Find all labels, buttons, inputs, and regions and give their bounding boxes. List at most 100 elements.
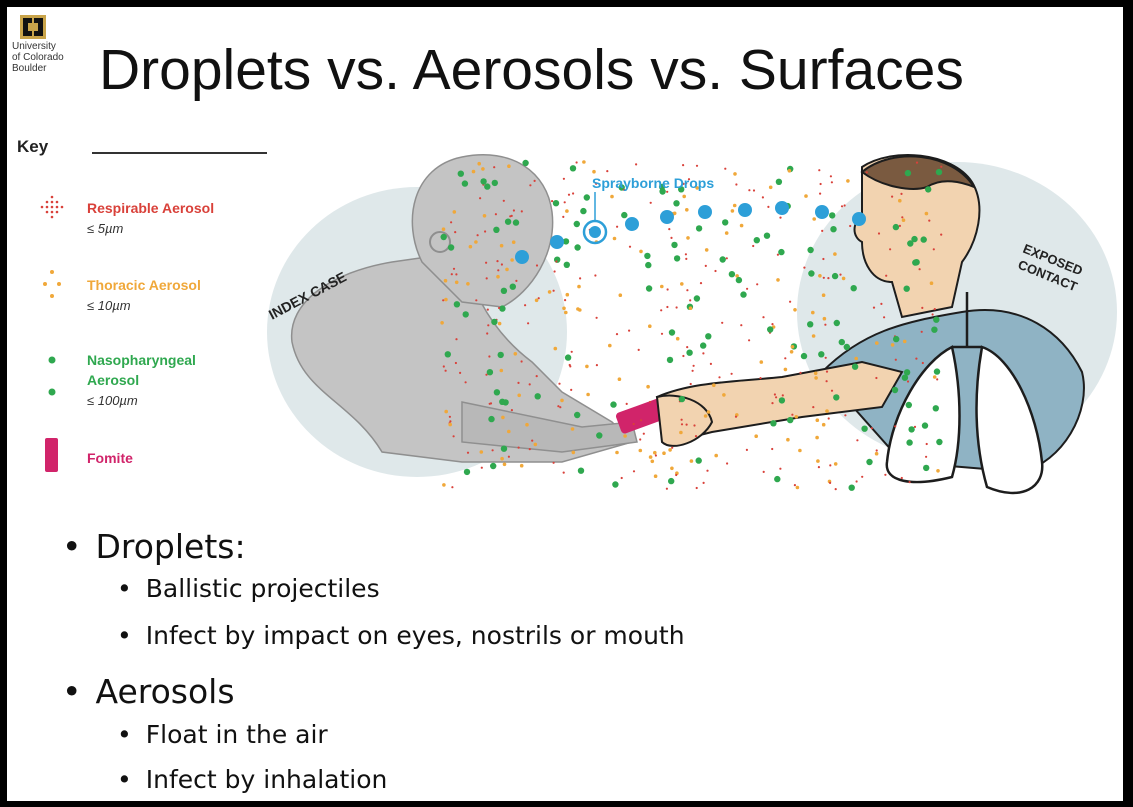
aerosol-particle bbox=[498, 352, 504, 358]
aerosol-particle bbox=[830, 226, 836, 232]
aerosol-particle bbox=[689, 306, 693, 310]
aerosol-particle bbox=[934, 308, 936, 310]
aerosol-particle bbox=[485, 374, 487, 376]
aerosol-particle bbox=[580, 208, 586, 214]
aerosol-particle bbox=[682, 355, 684, 357]
aerosol-particle bbox=[844, 414, 846, 416]
transmission-illustration: Sprayborne Drops INDEX CASE EXPOSED CONT… bbox=[262, 142, 1127, 512]
aerosol-particle bbox=[690, 459, 694, 463]
key-respirable-size: ≤ 5µm bbox=[87, 221, 123, 236]
aerosol-particle bbox=[812, 406, 814, 408]
aerosol-particle bbox=[669, 329, 675, 335]
aerosol-particle bbox=[904, 286, 910, 292]
aerosol-particle bbox=[564, 299, 566, 301]
aerosol-particle bbox=[517, 382, 519, 384]
aerosol-particle bbox=[524, 304, 526, 306]
aerosol-particle bbox=[707, 410, 711, 414]
aerosol-particle bbox=[508, 456, 510, 458]
aerosol-particle bbox=[521, 210, 523, 212]
aerosol-particle bbox=[527, 322, 529, 324]
aerosol-particle bbox=[756, 283, 758, 285]
aerosol-particle bbox=[854, 357, 858, 361]
aerosol-particle bbox=[613, 237, 617, 241]
sub-bullet-ballistic: •Ballistic projectiles bbox=[117, 574, 380, 603]
aerosol-particle bbox=[760, 360, 764, 364]
aerosol-particle bbox=[898, 199, 902, 203]
aerosol-particle bbox=[455, 362, 457, 364]
spray-drop bbox=[815, 205, 829, 219]
aerosol-particle bbox=[643, 433, 645, 435]
aerosol-particle bbox=[752, 245, 754, 247]
aerosol-particle bbox=[922, 362, 924, 364]
aerosol-particle bbox=[835, 488, 837, 490]
aerosol-particle bbox=[693, 424, 695, 426]
aerosol-particle bbox=[562, 307, 566, 311]
aerosol-particle bbox=[818, 351, 824, 357]
aerosol-particle bbox=[831, 390, 833, 392]
aerosol-particle bbox=[660, 285, 664, 289]
aerosol-particle bbox=[916, 162, 918, 164]
aerosol-particle bbox=[782, 394, 784, 396]
aerosol-particle bbox=[801, 353, 807, 359]
aerosol-particle bbox=[670, 237, 672, 239]
aerosol-particle bbox=[866, 171, 868, 173]
aerosol-particle bbox=[774, 393, 776, 395]
aerosol-particle bbox=[804, 194, 808, 198]
aerosol-particle bbox=[832, 273, 838, 279]
aerosol-particle bbox=[899, 225, 901, 227]
aerosol-particle bbox=[821, 230, 823, 232]
aerosol-particle bbox=[794, 484, 796, 486]
aerosol-particle bbox=[644, 253, 650, 259]
aerosol-particle bbox=[481, 167, 485, 171]
spray-drop bbox=[625, 217, 639, 231]
aerosol-particle bbox=[909, 481, 911, 483]
aerosol-particle bbox=[793, 308, 797, 312]
aerosol-particle bbox=[584, 194, 590, 200]
aerosol-particle bbox=[820, 183, 822, 185]
spray-drop bbox=[589, 226, 601, 238]
aerosol-particle bbox=[520, 464, 524, 468]
aerosol-particle bbox=[650, 202, 652, 204]
aerosol-particle bbox=[705, 265, 707, 267]
aerosol-particle bbox=[512, 240, 516, 244]
aerosol-particle bbox=[714, 454, 718, 458]
aerosol-particle bbox=[892, 387, 898, 393]
aerosol-particle bbox=[501, 263, 503, 265]
spray-drop bbox=[660, 210, 674, 224]
aerosol-particle bbox=[686, 350, 692, 356]
aerosol-particle bbox=[511, 409, 513, 411]
aerosol-particle bbox=[704, 414, 708, 418]
aerosol-particle bbox=[934, 368, 940, 374]
aerosol-particle bbox=[933, 248, 935, 250]
aerosol-particle bbox=[763, 471, 765, 473]
aerosol-particle bbox=[834, 320, 840, 326]
aerosol-particle bbox=[487, 369, 493, 375]
aerosol-particle bbox=[849, 225, 851, 227]
aerosol-particle bbox=[534, 443, 538, 447]
aerosol-particle bbox=[803, 267, 805, 269]
key-thoracic-size: ≤ 10µm bbox=[87, 298, 131, 313]
aerosol-particle bbox=[574, 221, 580, 227]
aerosol-particle bbox=[824, 324, 826, 326]
aerosol-particle bbox=[786, 438, 790, 442]
aerosol-particle bbox=[442, 227, 446, 231]
aerosol-particle bbox=[633, 423, 635, 425]
aerosol-particle bbox=[700, 342, 706, 348]
aerosol-particle bbox=[554, 270, 556, 272]
aerosol-particle bbox=[477, 234, 479, 236]
aerosol-particle bbox=[722, 393, 726, 397]
aerosol-particle bbox=[779, 468, 781, 470]
aerosol-particle bbox=[668, 478, 674, 484]
aerosol-particle bbox=[789, 301, 791, 303]
aerosol-particle bbox=[923, 465, 929, 471]
aerosol-particle bbox=[661, 333, 663, 335]
aerosol-particle bbox=[576, 307, 580, 311]
aerosol-particle bbox=[464, 469, 470, 475]
aerosol-particle bbox=[936, 469, 940, 473]
aerosol-particle bbox=[690, 383, 692, 385]
aerosol-particle bbox=[891, 343, 895, 347]
aerosol-particle bbox=[505, 268, 509, 272]
aerosol-particle bbox=[911, 236, 917, 242]
aerosol-particle bbox=[922, 422, 928, 428]
aerosol-particle bbox=[655, 454, 657, 456]
